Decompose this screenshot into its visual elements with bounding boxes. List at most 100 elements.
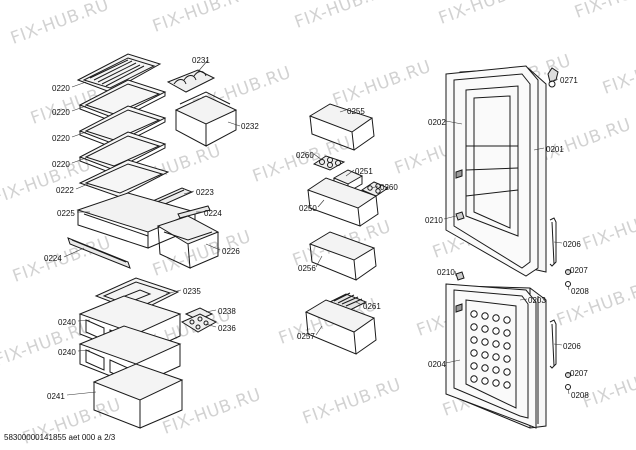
part-label-0220: 0220 [52,134,70,143]
dimple [492,379,500,387]
dimple [503,316,511,324]
dimple [503,355,511,363]
leader-line [77,319,91,322]
dimple [481,325,489,333]
dimple [492,327,500,335]
part-label-0240: 0240 [58,318,76,327]
leader-line [443,215,457,220]
footer-doc-code: 58300000141855 aet 000 a 2/3 [4,433,116,442]
part-label-0224: 0224 [44,254,62,263]
part-label-0257: 0257 [297,332,315,341]
leader-line [519,298,528,301]
part-label-0203: 0203 [528,296,546,305]
leader-line [553,78,559,81]
part-label-0236: 0236 [218,324,236,333]
leader-line [315,325,323,336]
part-label-0210: 0210 [437,268,455,277]
door-lamp-marker [455,169,463,313]
part-label-0204: 0204 [428,360,446,369]
leader-line [77,349,91,352]
part-label-0261: 0261 [363,302,381,311]
leader-line [339,109,347,113]
dimple [503,329,511,337]
part-label-0210: 0210 [425,216,443,225]
part-label-0238: 0238 [218,307,236,316]
glass-shelf-0222 [78,159,170,198]
part-label-0260: 0260 [296,151,314,160]
leader-lines [63,59,570,396]
dimple [503,381,511,389]
leader-line [454,270,457,277]
dimple [503,368,511,376]
cap-0208-top [565,281,571,287]
part-label-0256: 0256 [298,264,316,273]
part-label-0206: 0206 [563,240,581,249]
leader-line [315,255,323,268]
freezer-door-dimples [470,310,511,389]
dimple [470,362,478,370]
dairy-box-0232 [174,91,238,147]
dimple [481,338,489,346]
hinge-0271 [547,67,559,88]
ice-cube-tray-0236 [180,313,218,333]
part-label-0206: 0206 [563,342,581,351]
egg-holder-0260-left [312,155,346,171]
part-label-0222: 0222 [56,186,74,195]
egg-tray-0231 [166,69,216,93]
freezer-gasket-0204 [445,283,537,429]
door-balcony-0255 [308,103,375,151]
leader-line [227,121,241,127]
dimple [470,349,478,357]
dimple [492,314,500,322]
door-gasket-0202 [445,65,539,277]
part-label-0225: 0225 [57,209,75,218]
glass-shelf-0220-1 [76,53,162,93]
leader-line [71,105,87,112]
glass-shelf-0220-2 [78,79,167,123]
part-label-0250: 0250 [299,204,317,213]
part-label-0235: 0235 [183,287,201,296]
leader-line [66,391,97,396]
part-label-0240: 0240 [58,348,76,357]
leader-line [553,343,563,346]
side-rail-0224-right [177,205,211,219]
door-balcony-0250 [306,177,379,227]
leader-line [371,185,379,189]
part-label-0220: 0220 [52,84,70,93]
leader-line [75,183,89,190]
dimple [492,353,500,361]
dimple [503,342,511,350]
part-label-0208: 0208 [571,287,589,296]
cap-0208-bottom [565,384,571,390]
crisper-drawer-0226 [156,215,220,269]
bottle-balcony-0257 [304,299,377,355]
dimple [492,340,500,348]
part-label-0226: 0226 [222,247,240,256]
leader-line [71,131,87,138]
leader-line [71,157,87,164]
dimple [470,323,478,331]
part-label-0208: 0208 [571,391,589,400]
part-label-0260: 0260 [380,183,398,192]
part-label-0251: 0251 [355,167,373,176]
dimple [481,312,489,320]
dimple [481,351,489,359]
part-label-0220: 0220 [52,160,70,169]
part-label-0201: 0201 [546,145,564,154]
leader-line [553,241,563,244]
part-label-0232: 0232 [241,122,259,131]
leader-line [205,309,217,313]
leader-line [165,289,182,295]
door-balcony-0256 [308,231,377,281]
leader-line [445,359,461,364]
dimple [492,366,500,374]
leader-line [313,153,323,161]
part-label-0207: 0207 [570,369,588,378]
part-label-0231: 0231 [192,56,210,65]
leader-line [63,247,85,258]
leader-line [355,301,363,306]
part-label-0224: 0224 [204,209,222,218]
part-label-0223: 0223 [196,188,214,197]
leader-line [567,388,570,395]
